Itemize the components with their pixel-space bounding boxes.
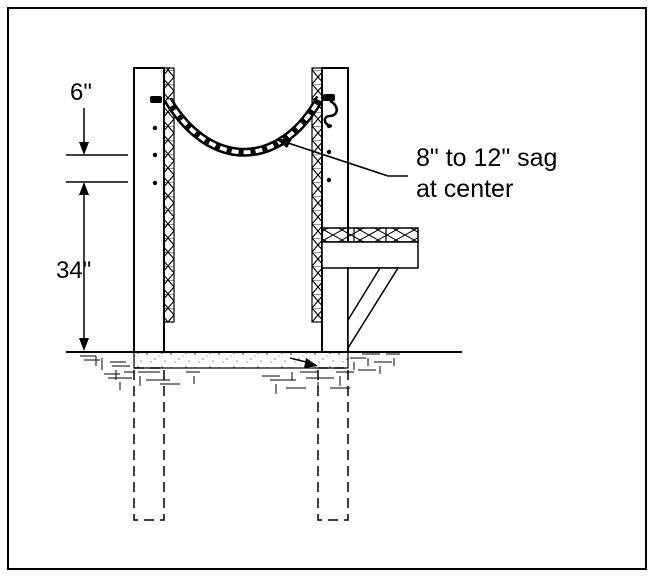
bench-seat (321, 227, 419, 269)
concrete-slab (133, 351, 349, 369)
sag-callout-line1: 8" to 12" sag (416, 144, 557, 172)
right-post (321, 67, 349, 353)
sagging-chain (164, 95, 324, 157)
left-lattice-rail (163, 67, 175, 323)
soil-hatching (80, 353, 400, 394)
chain-hooks (150, 94, 338, 128)
slab-drain-arrow (289, 357, 318, 368)
left-post (133, 67, 165, 353)
rail-height-dimension-label: 34" (56, 257, 91, 284)
sag-callout-line2: at center (416, 175, 513, 203)
top-gap-dimension-label: 6" (70, 79, 92, 106)
bolt-holes (152, 123, 332, 186)
bench-brace (347, 267, 400, 351)
dimension-arrowheads (79, 142, 89, 351)
right-lattice-rail (311, 67, 323, 323)
sag-callout-arrow (276, 139, 408, 177)
right-post-footing (317, 367, 349, 521)
left-post-footing (133, 367, 165, 521)
